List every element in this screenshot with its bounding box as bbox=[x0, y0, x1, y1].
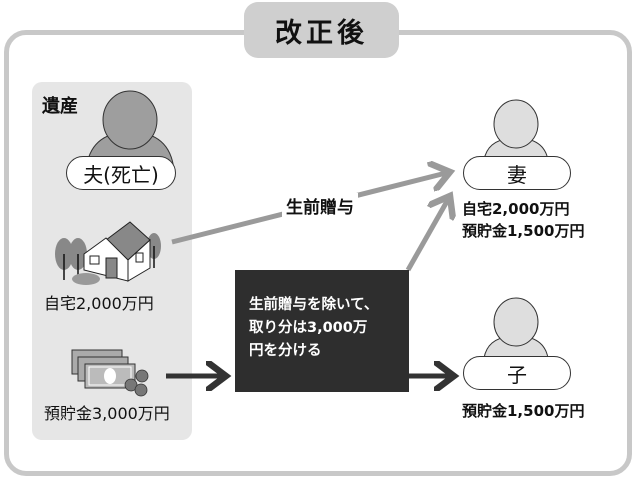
child-name-pill: 子 bbox=[463, 356, 571, 390]
house-asset-label: 自宅2,000万円 bbox=[44, 294, 154, 313]
wife-name-pill: 妻 bbox=[463, 156, 571, 190]
child-person-icon bbox=[483, 297, 549, 359]
money-icon bbox=[71, 349, 149, 397]
gift-label: 生前贈与 bbox=[282, 193, 358, 218]
wife-amount-house: 自宅2,000万円 bbox=[462, 200, 570, 218]
child-amounts: 預貯金1,500万円 bbox=[462, 400, 584, 422]
deceased-name-pill: 夫(死亡) bbox=[66, 156, 176, 190]
wife-person-icon bbox=[483, 99, 549, 161]
note-to-wife-arrow bbox=[405, 196, 450, 272]
note-line: 取り分は3,000万 bbox=[249, 320, 368, 336]
savings-asset-label: 預貯金3,000万円 bbox=[44, 404, 170, 423]
child-amount-savings: 預貯金1,500万円 bbox=[462, 402, 585, 420]
note-line: 生前贈与を除いて、 bbox=[249, 297, 379, 313]
estate-label: 遺産 bbox=[42, 96, 78, 117]
wife-amount-savings: 預貯金1,500万円 bbox=[462, 222, 585, 240]
note-box: 生前贈与を除いて、 取り分は3,000万 円を分ける bbox=[235, 270, 409, 392]
title-tab: 改正後 bbox=[244, 2, 399, 58]
note-line: 円を分ける bbox=[249, 343, 322, 359]
wife-amounts: 自宅2,000万円 預貯金1,500万円 bbox=[462, 198, 584, 242]
house-icon bbox=[55, 221, 161, 285]
